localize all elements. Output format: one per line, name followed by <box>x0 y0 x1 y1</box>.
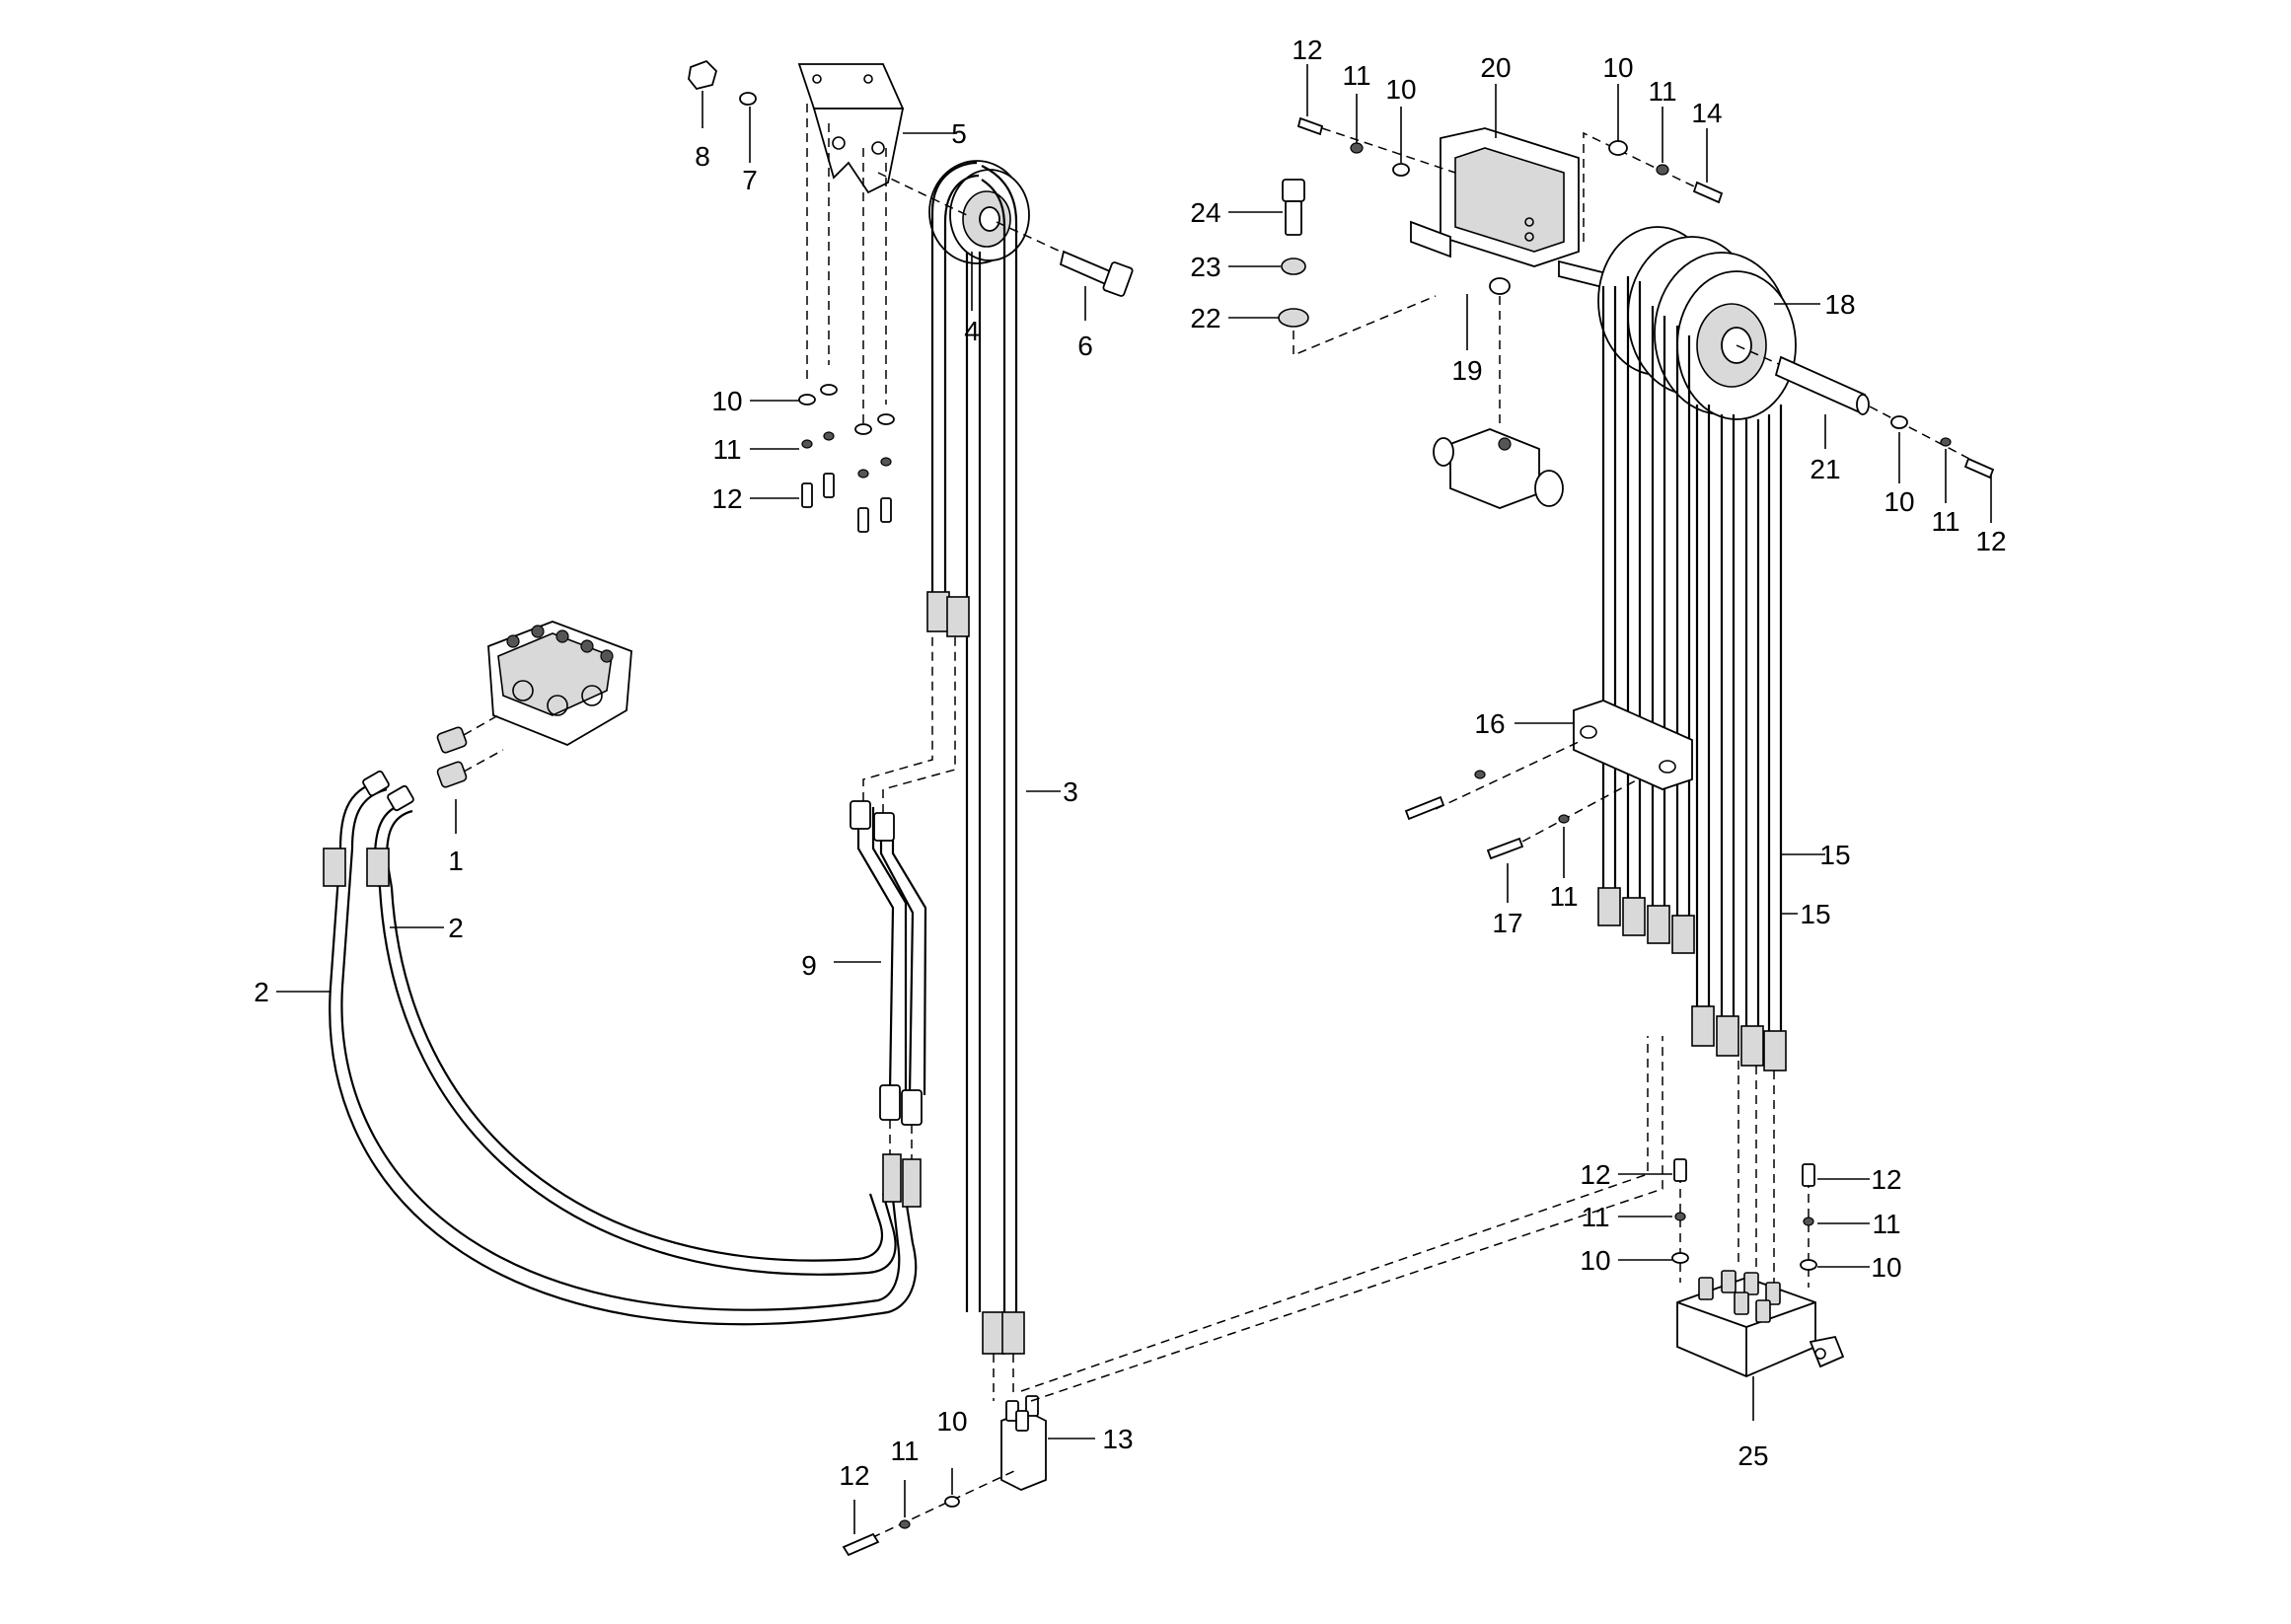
callout-label: 11 <box>1931 506 1959 537</box>
manifold-13-fasteners <box>842 1469 1017 1557</box>
callout-label: 10 <box>1602 52 1633 83</box>
callout-label: 4 <box>964 316 980 346</box>
bracket-20 <box>1410 127 1619 295</box>
manifold-13 <box>993 1354 1047 1491</box>
callout-labels: 1 2 2 3 4 5 6 7 8 9 10 11 12 10 11 12 13… <box>254 35 2006 1491</box>
hose-fittings-upper <box>323 770 414 887</box>
tube-9 <box>850 631 956 1159</box>
callout-label: 13 <box>1102 1424 1133 1454</box>
callout-label: 24 <box>1190 197 1220 228</box>
manifold-25-fasteners <box>1671 1158 1817 1288</box>
callout-label: 10 <box>936 1406 967 1437</box>
callout-label: 12 <box>1292 35 1322 65</box>
pin-axis-21 <box>1736 344 1782 366</box>
callout-label: 19 <box>1451 355 1482 386</box>
callout-label: 10 <box>1580 1245 1610 1276</box>
cylinder-head <box>1433 296 1564 509</box>
callout-label: 16 <box>1474 708 1505 739</box>
callout-label: 11 <box>1872 1209 1900 1239</box>
top-fasteners-right <box>1583 131 1724 242</box>
callout-label: 6 <box>1077 331 1093 361</box>
callout-label: 10 <box>1884 486 1914 517</box>
bracket-5-fasteners <box>798 104 895 533</box>
top-fasteners-left <box>1296 116 1456 177</box>
callout-label: 11 <box>712 434 741 465</box>
manifold-25 <box>1676 1270 1845 1377</box>
callout-label: 20 <box>1480 52 1511 83</box>
callout-label: 22 <box>1190 303 1220 333</box>
callout-label: 11 <box>1648 76 1676 107</box>
callout-label: 10 <box>1871 1252 1901 1283</box>
callout-label: 17 <box>1492 908 1522 938</box>
pulley-4 <box>928 160 1030 264</box>
callout-label: 8 <box>695 141 710 172</box>
callout-label: 21 <box>1810 454 1840 484</box>
callout-label: 14 <box>1691 98 1722 128</box>
callout-label: 12 <box>1975 526 2006 556</box>
callout-label: 2 <box>448 913 464 943</box>
callout-label: 18 <box>1824 289 1855 320</box>
washer-7 <box>739 92 757 106</box>
clamp-16 <box>1573 700 1693 790</box>
pin-21-fasteners <box>1869 406 1995 480</box>
callout-label: 2 <box>254 977 269 1007</box>
bolt-24 <box>1282 179 1305 236</box>
hose-2-outer <box>329 779 918 1326</box>
clamp-16-fasteners <box>1404 741 1639 860</box>
callout-label: 9 <box>801 950 817 981</box>
callout-label: 11 <box>890 1436 919 1466</box>
hose-fittings-lower <box>882 1153 922 1208</box>
callout-label: 15 <box>1800 899 1830 929</box>
routing-22 <box>1293 295 1437 357</box>
callout-label: 10 <box>1385 74 1416 105</box>
callout-label: 12 <box>711 483 742 514</box>
pin-6 <box>1059 250 1134 297</box>
callout-label: 11 <box>1549 881 1578 912</box>
callout-label: 25 <box>1737 1440 1768 1471</box>
nut-8 <box>688 59 718 91</box>
callout-label: 10 <box>711 386 742 416</box>
callout-labels-extra: 11 10 <box>1871 1209 1901 1283</box>
callout-label: 15 <box>1819 840 1850 870</box>
routing-line-13-25 <box>1020 1036 1649 1392</box>
callout-label: 7 <box>742 165 758 195</box>
leader-lines <box>276 64 1992 1534</box>
callout-label: 11 <box>1342 60 1370 91</box>
fitting-1 <box>436 714 504 788</box>
callout-label: 1 <box>448 846 464 876</box>
pin-21 <box>1774 355 1870 415</box>
callout-label: 12 <box>839 1460 869 1491</box>
callout-label: 23 <box>1190 252 1220 282</box>
hose-3 <box>926 161 1025 1355</box>
hoses-15 <box>1597 276 1787 1071</box>
bracket-5 <box>797 63 905 194</box>
nut-23 <box>1281 258 1306 275</box>
control-valve <box>487 621 632 746</box>
callout-label: 3 <box>1063 776 1078 807</box>
callout-label: 12 <box>1871 1164 1901 1195</box>
callout-label: 12 <box>1580 1159 1610 1190</box>
washer-22 <box>1278 308 1309 328</box>
routing-line-13-25b <box>1030 1036 1663 1402</box>
callout-label: 5 <box>951 118 967 149</box>
callout-label: 11 <box>1581 1202 1609 1232</box>
